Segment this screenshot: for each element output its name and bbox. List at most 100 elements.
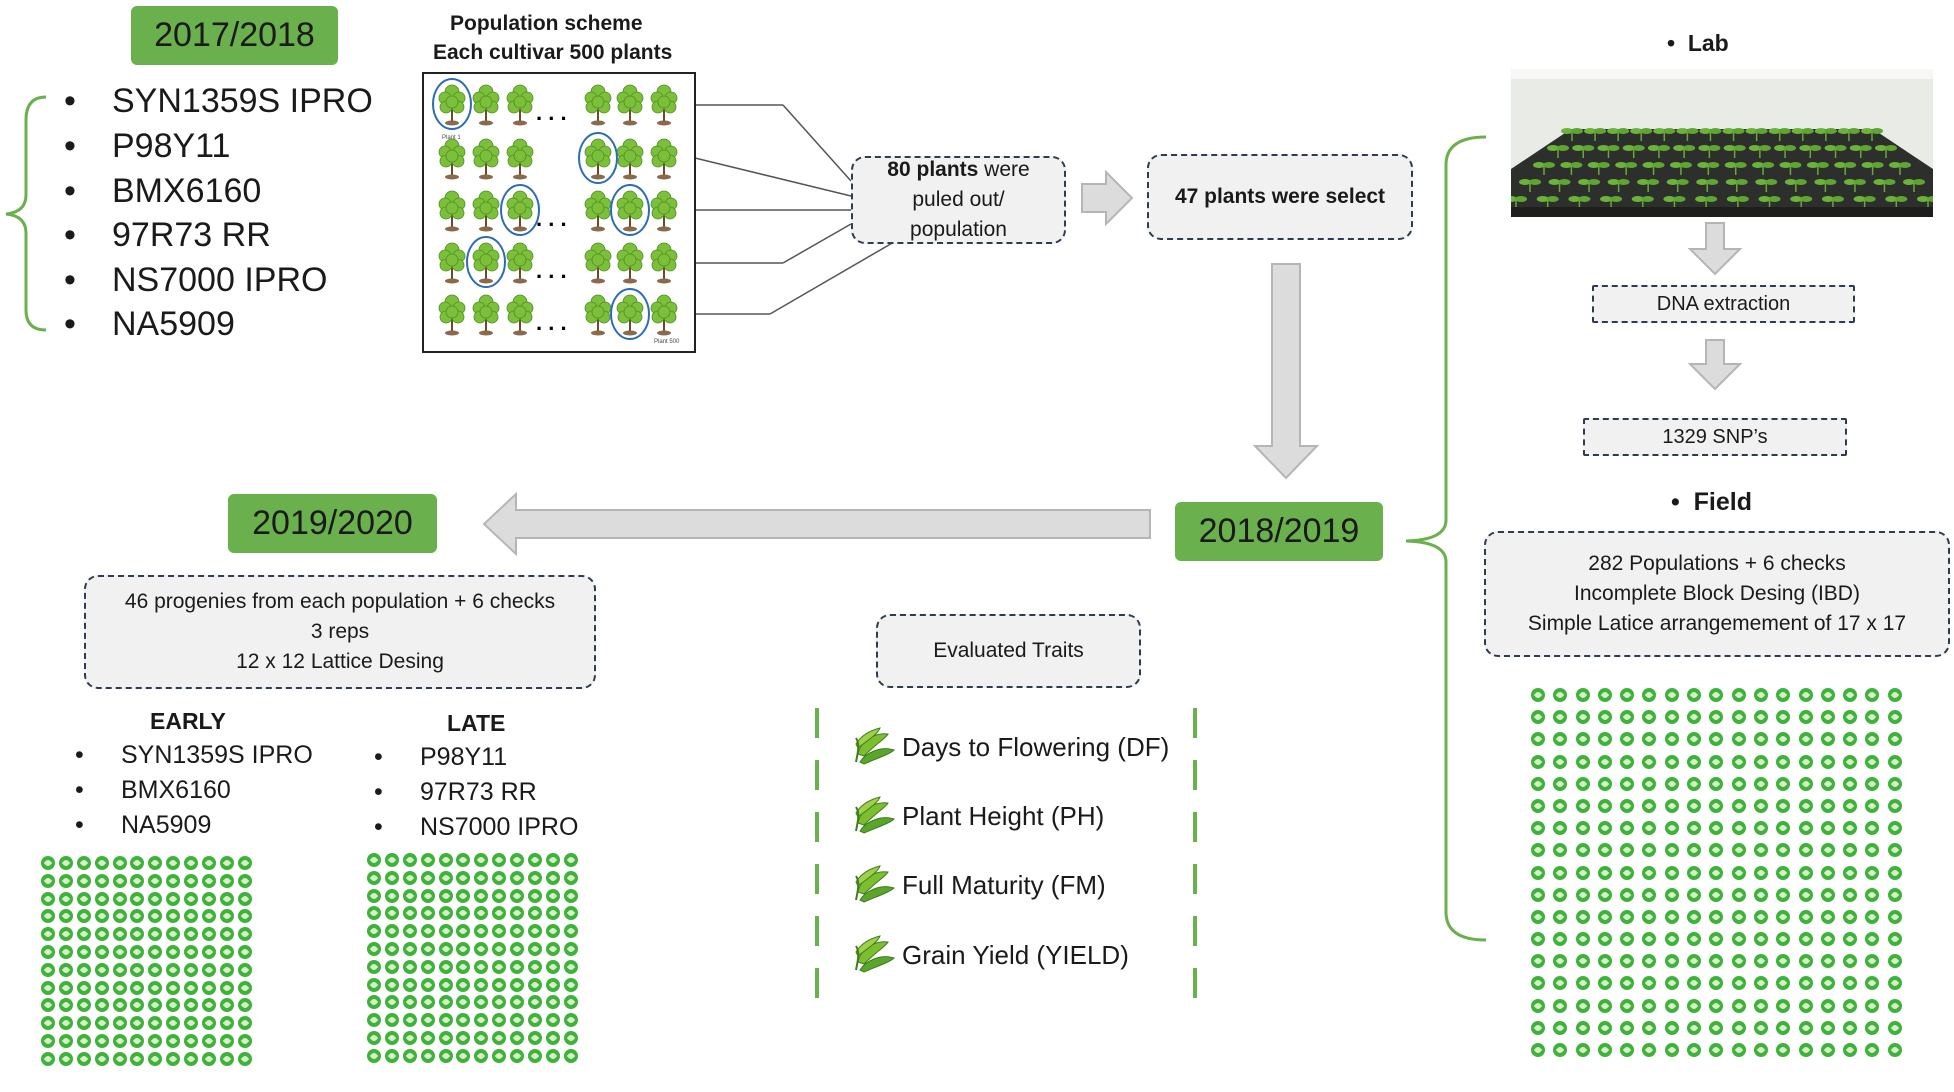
seedling-leaf — [1558, 179, 1571, 185]
plot-dot — [474, 959, 489, 974]
plot-dot — [1843, 887, 1858, 902]
trait-label: Full Maturity (FM) — [902, 869, 1106, 900]
plot-dot — [1865, 821, 1880, 836]
seedling-leaf — [1708, 145, 1721, 151]
plot-dot — [1753, 732, 1768, 747]
plot-dot — [1731, 954, 1746, 969]
plot-dot — [1664, 843, 1679, 858]
pod-part — [859, 817, 895, 834]
plot-dot — [1597, 688, 1612, 702]
plot-dot — [1798, 998, 1813, 1013]
population-scheme-box: . . .. . .. . .. . . Plant 1 Plant 500 — [422, 72, 696, 353]
seedling-leaf — [1548, 179, 1561, 185]
plot-dot — [1820, 909, 1835, 924]
plant-icon — [438, 242, 466, 284]
plot-dot — [1597, 776, 1612, 791]
plot-dot — [219, 927, 234, 942]
plot-dot — [1820, 932, 1835, 947]
plot-dot — [1798, 887, 1813, 902]
plant-icon — [616, 190, 644, 232]
scheme-title-line2: Each cultivar 500 plants — [433, 41, 673, 64]
plot-dot — [1865, 710, 1880, 725]
plot-dot — [166, 891, 181, 906]
lab-heading: • Lab — [1667, 30, 1729, 56]
plot-dot — [1843, 1020, 1858, 1035]
plot-dot — [367, 977, 381, 992]
plot-dot — [1620, 776, 1635, 791]
plot-dot — [384, 906, 399, 921]
trait-label: Plant Height (PH) — [902, 800, 1105, 831]
plot-dot — [367, 924, 381, 939]
plot-dot — [1731, 865, 1746, 880]
plot-dot — [76, 998, 91, 1013]
plot-dot — [1731, 776, 1746, 791]
plot-dot — [148, 944, 163, 959]
plot-dot — [112, 962, 127, 977]
plot-dot — [1575, 843, 1590, 858]
pulled-line1-rest: were — [978, 158, 1030, 181]
plot-dot — [367, 888, 381, 903]
plot-dot — [1709, 932, 1724, 947]
seedling-leaf — [1515, 196, 1527, 202]
plot-dot — [219, 873, 234, 888]
plot-dot — [510, 906, 525, 921]
plot-dot — [1575, 865, 1590, 880]
plot-dot — [456, 977, 471, 992]
plot-dot — [58, 891, 73, 906]
plot-dot — [1642, 754, 1657, 769]
plot-dot — [510, 870, 525, 885]
plot-dot — [202, 873, 217, 888]
plot-dot — [1642, 954, 1657, 969]
seedling-leaf — [1673, 196, 1686, 202]
plot-dot — [166, 1016, 181, 1031]
plot-dot — [1575, 998, 1590, 1013]
plot-dot — [402, 959, 417, 974]
plot-dot — [438, 1013, 453, 1028]
plot-dot — [41, 944, 55, 959]
plot-dot — [1776, 909, 1791, 924]
plot-dot — [474, 888, 489, 903]
plot-dot — [41, 856, 55, 870]
plant-500-label: Plant 500 — [654, 339, 680, 345]
plot-dot — [41, 873, 55, 888]
plot-dot — [1687, 1043, 1702, 1057]
soybean-pod-icon — [855, 865, 895, 903]
plot-dot — [1597, 865, 1612, 880]
seedling-leaf — [1883, 179, 1896, 185]
plot-dot — [1843, 710, 1858, 725]
plot-dot — [1553, 843, 1568, 858]
plot-dot — [1597, 1020, 1612, 1035]
plot-dot — [1731, 798, 1746, 813]
plot-dot — [1597, 998, 1612, 1013]
plot-dot — [1664, 998, 1679, 1013]
plot-dot — [202, 909, 217, 924]
plot-dot — [1865, 954, 1880, 969]
plot-dot — [402, 995, 417, 1010]
plot-dot — [1820, 976, 1835, 991]
plot-dot — [1687, 932, 1702, 947]
field-line3: Simple Latice arrangemement of 17 x 17 — [1527, 612, 1907, 635]
plot-dot — [58, 856, 73, 870]
plant-icon — [616, 138, 644, 180]
plot-dot — [112, 944, 127, 959]
plot-dot — [1843, 976, 1858, 991]
plot-dot — [1776, 998, 1791, 1013]
plot-dot — [1620, 843, 1635, 858]
seedling-leaf — [1762, 162, 1775, 168]
plot-dot — [166, 1051, 181, 1066]
seedling-leaf — [1557, 145, 1569, 151]
list-item: SYN1359S IPRO — [75, 741, 313, 770]
plot-dot — [237, 856, 252, 870]
plot-dot — [130, 998, 145, 1013]
plot-dot — [1620, 887, 1635, 902]
plot-dot — [1798, 843, 1813, 858]
plot-dot — [420, 1013, 435, 1028]
plot-dot — [1820, 1043, 1835, 1057]
plot-dot — [219, 909, 234, 924]
plot-dot — [1731, 909, 1746, 924]
plot-dot — [528, 888, 543, 903]
plot-dot — [94, 891, 109, 906]
trait-label: Days to Flowering (DF) — [902, 731, 1170, 762]
plot-dot — [1865, 1020, 1880, 1035]
plot-dot — [1575, 821, 1590, 836]
